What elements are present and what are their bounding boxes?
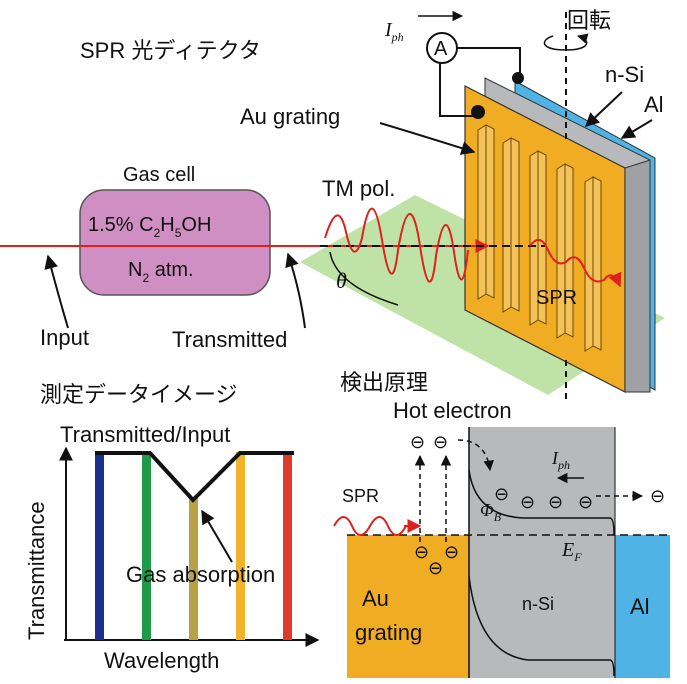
al-region-label: Al (630, 594, 650, 619)
electron: ⊖ (414, 542, 429, 562)
gas-absorption-pointer (201, 509, 233, 563)
au-region-label-2: grating (355, 620, 422, 645)
n-si-pointer (584, 91, 623, 127)
electron: ⊖ (578, 492, 593, 512)
al-pointer (620, 119, 653, 139)
measurement-title: 測定データイメージ (40, 382, 238, 407)
au-band-region (347, 535, 469, 678)
photocurrent-label-top: Iph (384, 19, 404, 44)
electron: ⊖ (444, 542, 459, 562)
gas-cell-box (79, 189, 271, 296)
spr-label-top: SPR (536, 287, 577, 309)
principle-title: 検出原理 (340, 370, 428, 395)
electron: ⊖ (410, 432, 425, 452)
barrier-height-label: ΦB (480, 500, 502, 524)
spr-label-bottom: SPR (342, 486, 379, 506)
spr-surface-wave (529, 239, 622, 288)
hot-electron-label: Hot electron (393, 398, 512, 423)
gas-cell-label: Gas cell (123, 164, 195, 186)
rotation-label: 回転 (567, 8, 611, 33)
au-region-label-1: Au (362, 586, 389, 611)
conduction-band-edge (468, 469, 615, 536)
spectral-bars (95, 452, 292, 640)
injection-arrow (457, 439, 494, 472)
electron: ⊖ (548, 492, 563, 512)
au-grating-pointer (379, 122, 476, 155)
contact-au (471, 105, 485, 119)
figure-title: SPR 光ディテクタ (80, 38, 261, 63)
x-axis-label: Wavelength (104, 648, 219, 673)
fermi-level-label: EF (561, 539, 582, 564)
gas-absorption-label: Gas absorption (126, 562, 275, 587)
electron: ⊖ (494, 484, 509, 504)
n-si-region-label: n-Si (522, 594, 554, 614)
input-label: Input (40, 325, 89, 350)
hot-electrons: ⊖ ⊖ ⊖ ⊖ ⊖ ⊖ ⊖ ⊖ ⊖ ⊖ (410, 432, 665, 578)
transmitted-label: Transmitted (172, 327, 287, 352)
valence-band-edge (468, 575, 615, 677)
tm-wave (324, 207, 469, 283)
ammeter-symbol: A (434, 38, 448, 60)
spectral-bar (95, 452, 104, 640)
transmitted-pointer (285, 252, 306, 329)
al-band-region (615, 535, 670, 678)
curve-label: Transmitted/Input (60, 422, 230, 447)
circuit-wire-left (439, 58, 478, 117)
electron: ⊖ (433, 432, 448, 452)
spectral-bar (189, 497, 198, 640)
al-label: Al (644, 92, 664, 117)
au-grating-label: Au grating (240, 104, 340, 129)
gas-cell-composition: 1.5% C2H5OH (88, 214, 211, 240)
input-pointer (44, 254, 69, 329)
photocurrent-label-band: Iph (551, 448, 570, 472)
rotation-arrow (543, 33, 589, 51)
y-axis-label: Transmittance (24, 501, 49, 640)
contact-al (512, 72, 524, 84)
gas-cell-atmosphere: N2 atm. (128, 259, 194, 285)
n-si-side (624, 159, 651, 393)
circuit-wire-right (456, 47, 521, 78)
transmittance-curve (95, 451, 294, 503)
theta-label: θ (336, 268, 347, 293)
electron: ⊖ (428, 558, 443, 578)
theta-arc (329, 251, 399, 306)
grating-bars (477, 124, 602, 352)
ammeter (426, 32, 458, 64)
spectral-bar (283, 452, 292, 640)
tm-pol-label: TM pol. (322, 176, 395, 201)
spr-excitation-wave (333, 516, 407, 536)
n-si-label: n-Si (605, 62, 644, 87)
electron: ⊖ (650, 486, 665, 506)
spectral-bar (236, 452, 245, 640)
spectral-bar (142, 452, 151, 640)
electron: ⊖ (520, 492, 535, 512)
